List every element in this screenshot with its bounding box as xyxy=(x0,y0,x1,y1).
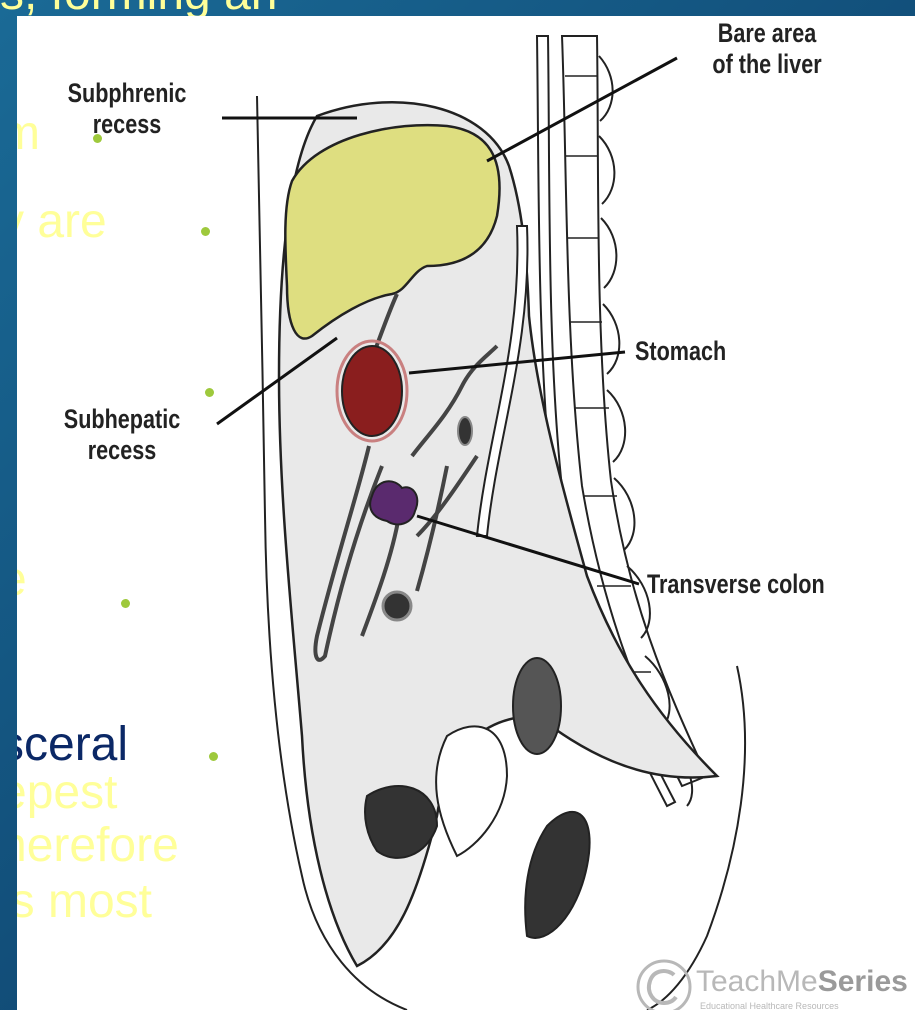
transverse-colon-label: Transverse colon xyxy=(647,569,887,600)
teachmeseries-watermark: TeachMeSeries Educational Healthcare Res… xyxy=(634,957,914,1010)
stomach-label: Stomach xyxy=(635,336,755,367)
subhepatic-recess-label: Subhepatic recess xyxy=(46,404,198,466)
svg-text:TeachMeSeries: TeachMeSeries xyxy=(696,965,908,998)
bare-area-label: Bare area of the liver xyxy=(687,18,847,80)
duodenum xyxy=(458,417,472,445)
transverse-colon xyxy=(370,481,417,524)
watermark-brand-light: TeachMe xyxy=(696,965,818,998)
watermark-tagline: Educational Healthcare Resources xyxy=(700,1001,839,1010)
small-intestine-loop xyxy=(383,592,411,620)
subphrenic-recess-label: Subphrenic recess xyxy=(55,78,199,140)
diagram-panel: Subphrenic recess Bare area of the liver… xyxy=(17,16,915,1010)
watermark-brand-bold: Series xyxy=(818,965,908,998)
stomach xyxy=(342,346,402,436)
peritoneal-recesses-diagram xyxy=(17,16,915,1010)
